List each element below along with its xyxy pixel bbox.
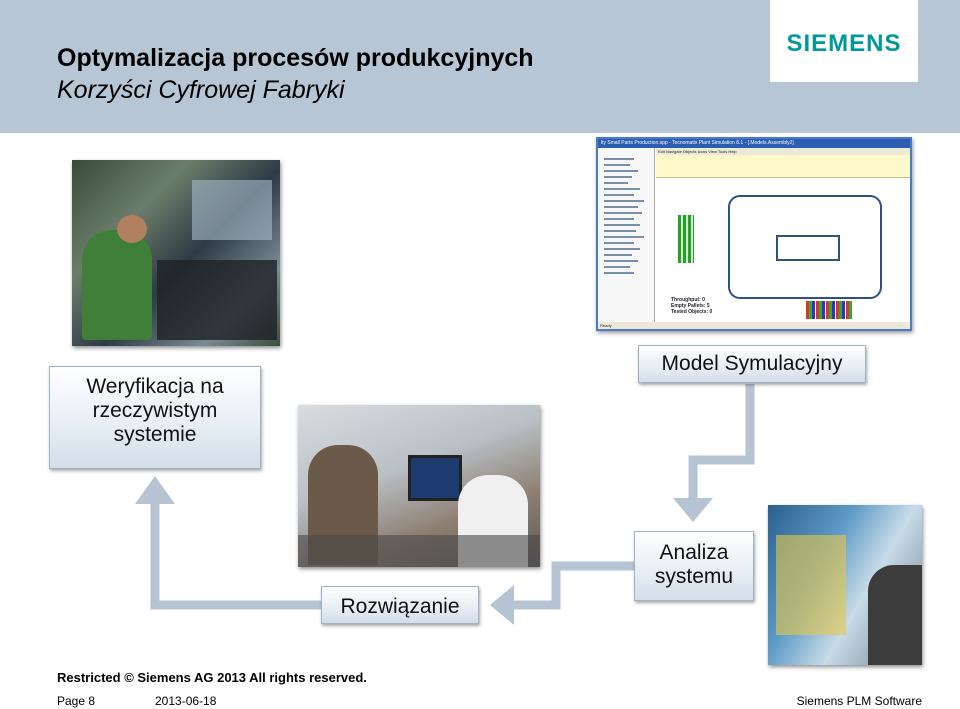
arrowhead-left	[490, 585, 514, 625]
slide-title: Optymalizacja procesów produkcyjnych	[57, 44, 534, 72]
arrowhead-down	[673, 498, 713, 522]
label-model-symulacyjny: Model Symulacyjny	[638, 345, 866, 383]
sim-bar-chart	[678, 215, 694, 263]
footer-company: Siemens PLM Software	[796, 694, 922, 708]
slide-subtitle: Korzyści Cyfrowej Fabryki	[57, 76, 345, 104]
siemens-logo-text: SIEMENS	[786, 30, 902, 57]
label-analiza-systemu: Analiza systemu	[634, 531, 754, 601]
footer-copyright: Restricted © Siemens AG 2013 All rights …	[57, 670, 367, 685]
worker-shape	[82, 230, 152, 340]
sim-throughput: Throughput: 0	[671, 297, 705, 303]
sim-model-tree	[598, 148, 655, 322]
footer-date: 2013-06-18	[155, 694, 217, 708]
siemens-logo: SIEMENS	[770, 0, 918, 82]
arrow-rozwiazanie-to-weryfikacja	[150, 500, 321, 610]
engine-line-shape	[157, 260, 277, 340]
sim-empty-pallets: Empty Pallets: 5	[671, 303, 710, 309]
engineer-photo	[768, 505, 922, 665]
sim-tested-objects: Tested Objects: 0	[671, 309, 713, 315]
sim-titlebar: lty Small Parts Production.spp - Tecnoma…	[598, 139, 910, 148]
robot-screen-shape	[776, 535, 846, 635]
factory-bg-shape	[192, 180, 272, 240]
sim-menubar: Edit Navigate Objects Icons View Tools H…	[656, 148, 910, 155]
desk-shape	[298, 535, 540, 567]
simulation-screenshot: lty Small Parts Production.spp - Tecnoma…	[596, 137, 912, 331]
factory-photo	[72, 160, 280, 346]
sim-conveyor-loop	[728, 195, 882, 299]
sim-inner-belt	[776, 235, 840, 261]
label-weryfikacja: Weryfikacja na rzeczywistym systemie	[49, 366, 261, 469]
arrow-analiza-to-rozwiazanie	[512, 561, 634, 610]
sim-histogram	[806, 301, 852, 319]
sim-statusbar: Ready	[598, 322, 910, 329]
monitor-shape	[408, 455, 462, 501]
sim-canvas	[656, 155, 910, 322]
meeting-photo	[298, 405, 540, 567]
footer-page-number: Page 8	[57, 694, 96, 708]
arrowhead-up	[135, 476, 175, 504]
label-rozwiazanie: Rozwiązanie	[321, 586, 479, 624]
engineer-shape	[868, 565, 922, 665]
sim-toolbar	[656, 155, 910, 178]
arrow-model-to-analiza	[688, 384, 755, 503]
sim-stats: Throughput: 0 Empty Pallets: 5 Tested Ob…	[671, 297, 712, 315]
worker-head-shape	[117, 215, 147, 243]
